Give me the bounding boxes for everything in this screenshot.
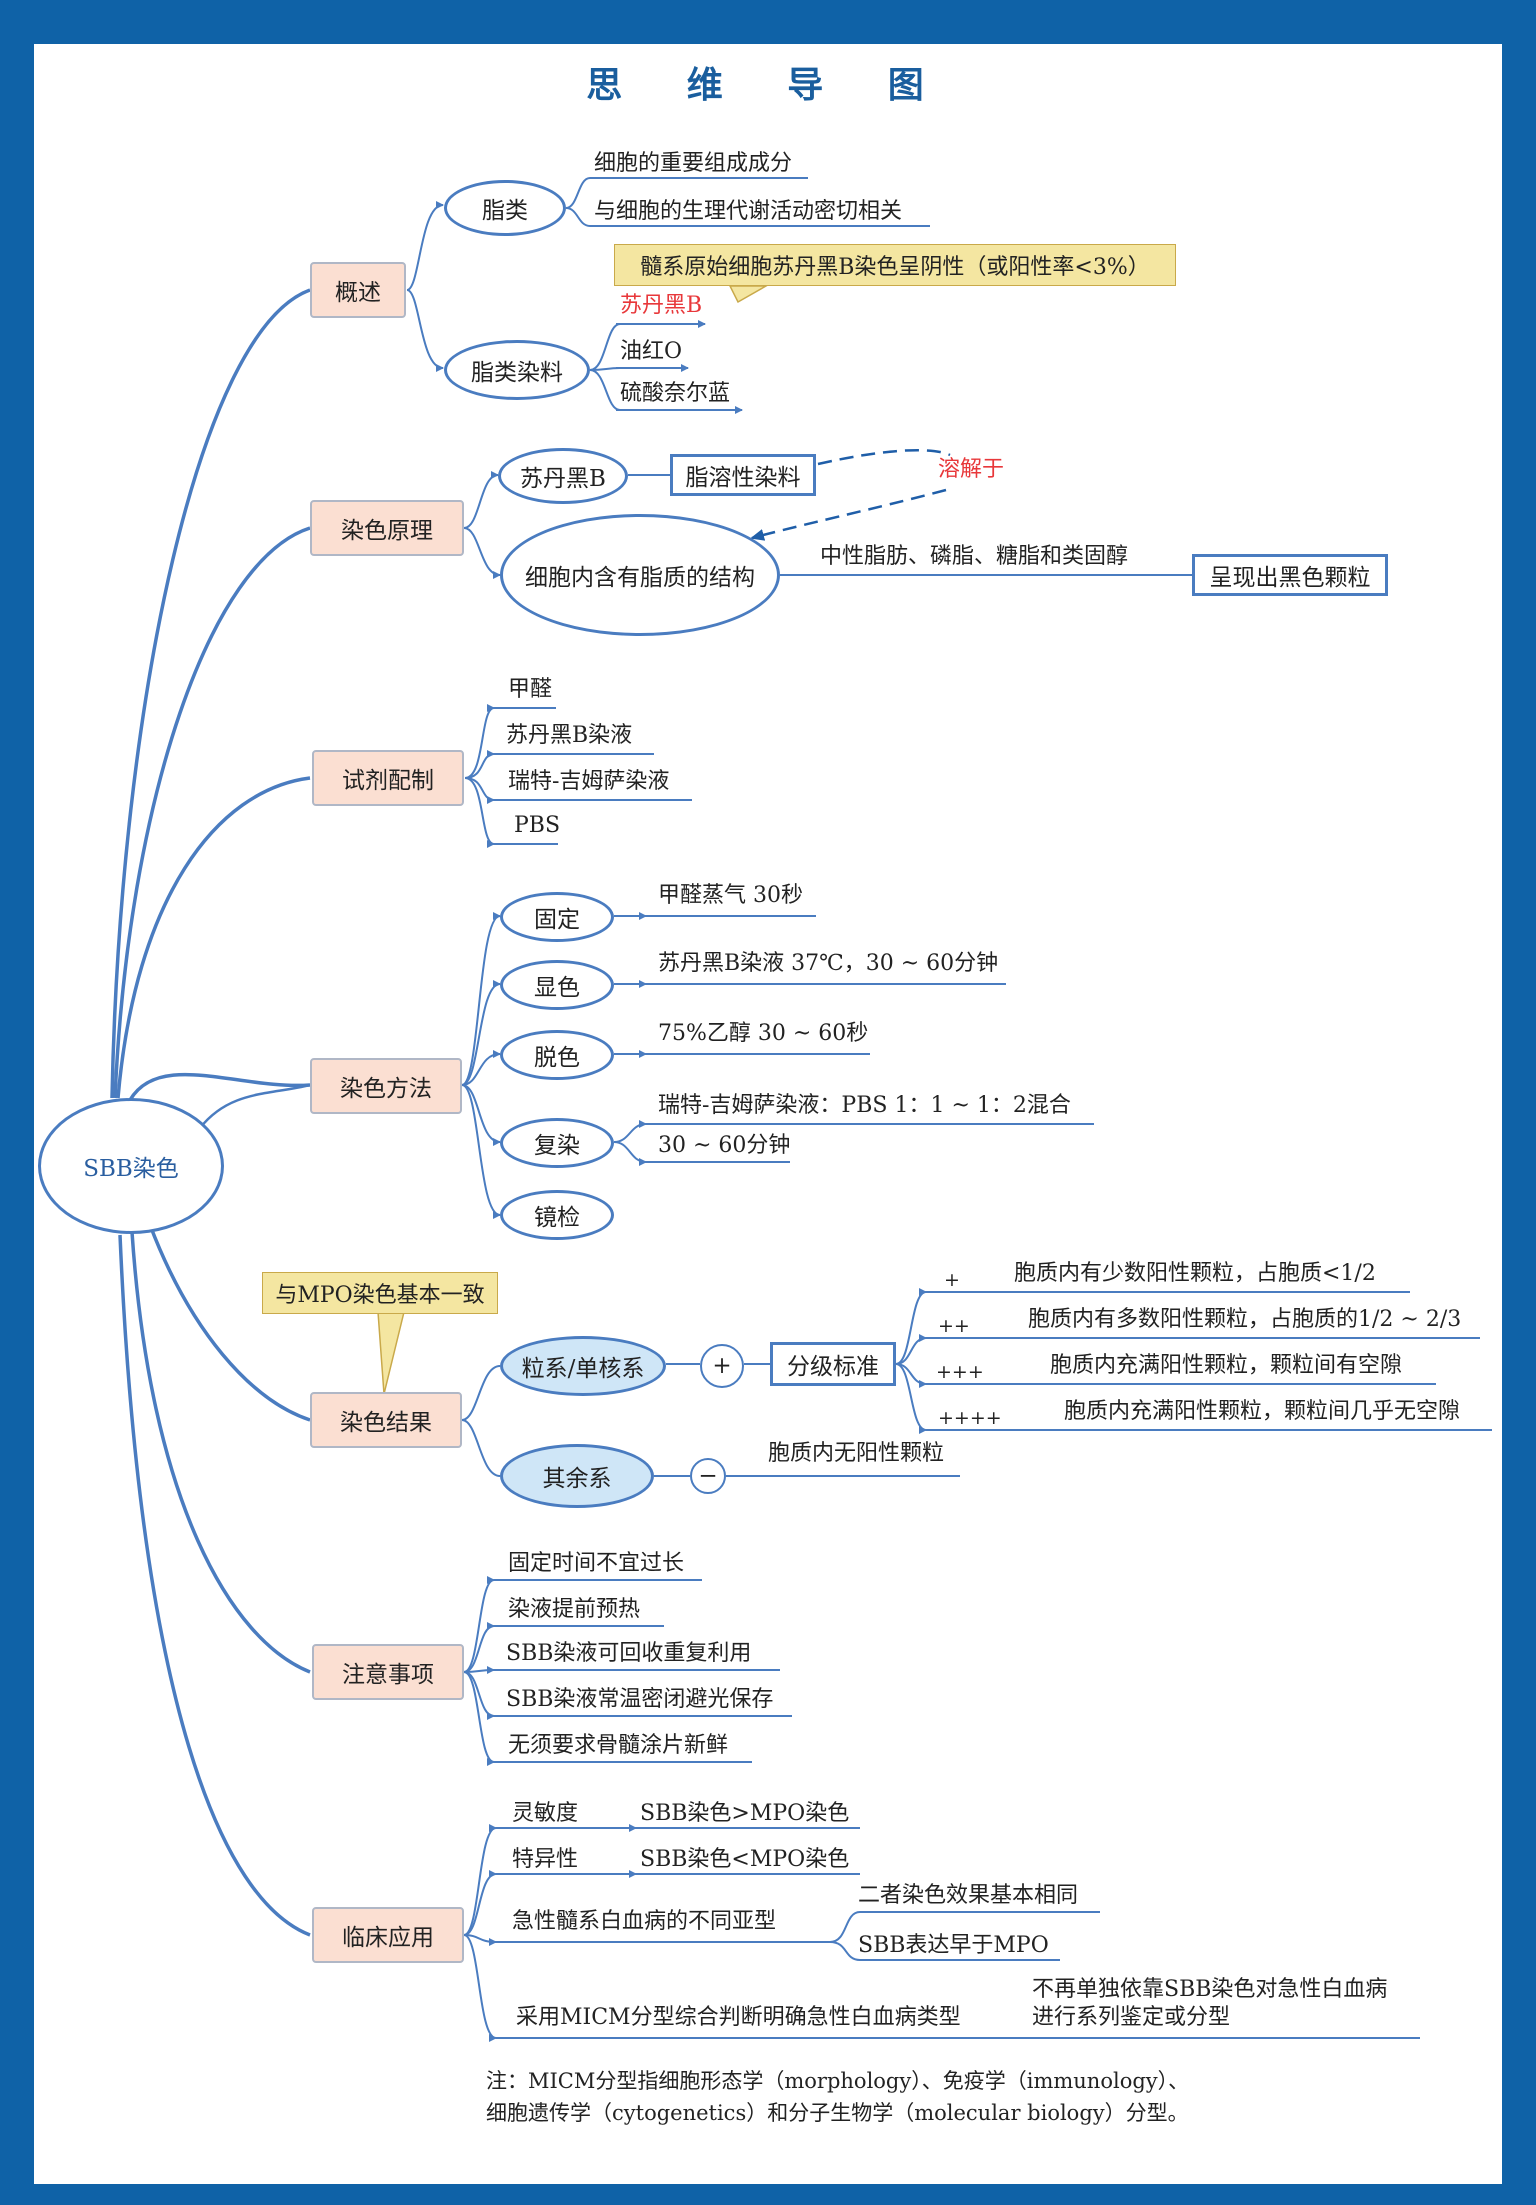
dye-item-2: 油红O: [620, 339, 683, 364]
node-grading[interactable]: 分级标准: [770, 1342, 896, 1386]
dye-item-3: 硫酸奈尔蓝: [620, 381, 731, 406]
branch-notes[interactable]: 注意事项: [312, 1644, 464, 1700]
branch-method[interactable]: 染色方法: [310, 1058, 462, 1114]
node-lipids-label: 脂类: [482, 198, 528, 224]
node-fat-soluble[interactable]: 脂溶性染料: [670, 454, 816, 496]
note-item-4: SBB染液常温密闭避光保存: [506, 1687, 774, 1712]
footnote-line-1: 注：MICM分型指细胞形态学（morphology）、免疫学（immunolog…: [486, 2069, 1190, 2093]
specificity-label: 特异性: [512, 1847, 579, 1872]
dissolves-label: 溶解于: [938, 457, 1005, 482]
branch-clinical-label: 临床应用: [342, 1925, 434, 1951]
overview-callout-text: 髓系原始细胞苏丹黑B染色呈阴性（或阳性率<3%）: [640, 255, 1150, 280]
lipids-item-2: 与细胞的生理代谢活动密切相关: [594, 199, 903, 224]
grade-4-text: 胞质内充满阳性颗粒，颗粒间几乎无空隙: [1064, 1399, 1461, 1424]
node-sudan[interactable]: 苏丹黑B: [498, 448, 628, 504]
specificity-value: SBB染色<MPO染色: [640, 1847, 850, 1872]
branch-results[interactable]: 染色结果: [310, 1392, 462, 1448]
overview-callout: 髓系原始细胞苏丹黑B染色呈阴性（或阳性率<3%）: [614, 244, 1176, 286]
note-item-3: SBB染液可回收重复利用: [506, 1641, 752, 1666]
branch-notes-label: 注意事项: [342, 1662, 434, 1688]
micm-detail-1: 不再单独依靠SBB染色对急性白血病: [1032, 1977, 1388, 2002]
branch-reagents[interactable]: 试剂配制: [312, 750, 464, 806]
note-item-5: 无须要求骨髓涂片新鲜: [508, 1733, 729, 1758]
aml-subtype-a: 二者染色效果基本相同: [858, 1883, 1079, 1908]
reagent-item-2: 苏丹黑B染液: [506, 723, 633, 748]
step-stain-label: 显色: [534, 975, 580, 1001]
reagent-item-1: 甲醛: [508, 677, 553, 702]
branch-results-label: 染色结果: [340, 1410, 432, 1436]
step-decolor-detail: 75%乙醇 30 ~ 60秒: [658, 1021, 869, 1046]
step-counterstain-detail: 瑞特-吉姆萨染液：PBS 1：1 ~ 1：2混合: [658, 1093, 1071, 1118]
branch-principle[interactable]: 染色原理: [310, 500, 464, 556]
node-other-lineages[interactable]: 其余系: [500, 1444, 654, 1508]
step-decolor-label: 脱色: [534, 1045, 580, 1071]
micm-label: 采用MICM分型综合判断明确急性白血病类型: [516, 2005, 961, 2030]
node-grading-label: 分级标准: [787, 1354, 879, 1380]
node-lipids[interactable]: 脂类: [444, 180, 566, 236]
branch-overview[interactable]: 概述: [310, 262, 406, 318]
branch-principle-label: 染色原理: [341, 518, 433, 544]
node-lipid-structure-label: 细胞内含有脂质的结构: [525, 565, 755, 591]
node-black-granules[interactable]: 呈现出黑色颗粒: [1192, 554, 1388, 596]
negative-sign: −: [690, 1458, 726, 1494]
node-other-lineages-label: 其余系: [542, 1466, 612, 1492]
positive-sign: +: [700, 1344, 744, 1388]
dye-item-1: 苏丹黑B: [620, 293, 703, 318]
negative-sign-label: −: [698, 1463, 718, 1489]
results-callout-text: 与MPO染色基本一致: [275, 1283, 485, 1308]
branch-method-label: 染色方法: [340, 1076, 432, 1102]
note-item-2: 染液提前预热: [508, 1597, 641, 1622]
node-lipid-dyes-label: 脂类染料: [471, 360, 563, 386]
lipids-item-1: 细胞的重要组成成分: [594, 151, 793, 176]
step-counterstain-detail2: 30 ~ 60分钟: [658, 1133, 791, 1158]
aml-subtype-b: SBB表达早于MPO: [858, 1933, 1049, 1958]
sensitivity-label: 灵敏度: [512, 1801, 579, 1826]
node-sudan-label: 苏丹黑B: [520, 466, 606, 492]
micm-detail-2: 进行系列鉴定或分型: [1032, 2005, 1231, 2030]
node-granulo-mono-label: 粒系/单核系: [521, 1356, 645, 1382]
branch-clinical[interactable]: 临床应用: [312, 1907, 464, 1963]
step-decolor[interactable]: 脱色: [500, 1030, 614, 1080]
reagent-item-4: PBS: [514, 813, 561, 838]
grade-3-text: 胞质内充满阳性颗粒，颗粒间有空隙: [1050, 1353, 1403, 1378]
lipid-types-text: 中性脂肪、磷脂、糖脂和类固醇: [820, 544, 1129, 569]
step-counterstain[interactable]: 复染: [500, 1118, 614, 1168]
node-black-granules-label: 呈现出黑色颗粒: [1209, 565, 1371, 591]
note-item-1: 固定时间不宜过长: [508, 1551, 685, 1576]
step-fix-label: 固定: [534, 907, 580, 933]
grade-2-sign: ++: [938, 1315, 970, 1337]
other-lineages-detail: 胞质内无阳性颗粒: [768, 1441, 945, 1466]
aml-subtypes-label: 急性髓系白血病的不同亚型: [512, 1909, 777, 1934]
step-microscopy[interactable]: 镜检: [500, 1190, 614, 1240]
positive-sign-label: +: [712, 1353, 732, 1379]
grade-4-sign: ++++: [938, 1407, 1002, 1429]
results-callout: 与MPO染色基本一致: [262, 1272, 498, 1314]
page-title: 思 维 导 图: [586, 65, 950, 106]
step-stain-detail: 苏丹黑B染液 37℃，30 ~ 60分钟: [658, 951, 999, 976]
node-lipid-dyes[interactable]: 脂类染料: [444, 340, 590, 400]
step-counterstain-label: 复染: [534, 1133, 580, 1159]
reagent-item-3: 瑞特-吉姆萨染液: [508, 769, 670, 794]
step-microscopy-label: 镜检: [534, 1205, 580, 1231]
node-fat-soluble-label: 脂溶性染料: [685, 465, 801, 491]
grade-3-sign: +++: [936, 1361, 984, 1383]
step-fix-detail: 甲醛蒸气 30秒: [658, 883, 803, 908]
grade-2-text: 胞质内有多数阳性颗粒，占胞质的1/2 ~ 2/3: [1028, 1307, 1462, 1332]
node-lipid-structure[interactable]: 细胞内含有脂质的结构: [500, 514, 780, 636]
root-label: SBB染色: [83, 1156, 179, 1182]
footnote-line-2: 细胞遗传学（cytogenetics）和分子生物学（molecular biol…: [486, 2101, 1189, 2125]
step-stain[interactable]: 显色: [500, 960, 614, 1010]
sensitivity-value: SBB染色>MPO染色: [640, 1801, 850, 1826]
branch-reagents-label: 试剂配制: [342, 768, 434, 794]
step-fix[interactable]: 固定: [500, 892, 614, 942]
node-granulo-mono[interactable]: 粒系/单核系: [500, 1336, 666, 1396]
branch-overview-label: 概述: [335, 280, 381, 306]
grade-1-sign: +: [944, 1269, 960, 1291]
grade-1-text: 胞质内有少数阳性颗粒，占胞质<1/2: [1014, 1261, 1376, 1286]
root-node[interactable]: SBB染色: [38, 1098, 224, 1234]
